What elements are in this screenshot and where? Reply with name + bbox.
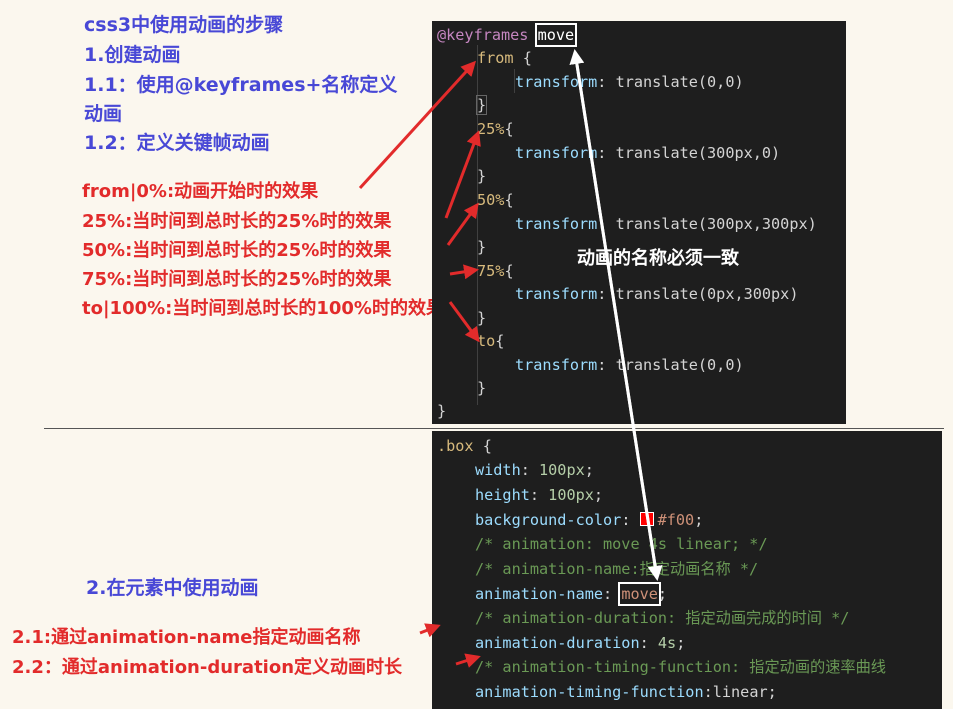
code-line: } — [437, 402, 447, 420]
indent-guide — [514, 69, 515, 93]
keyframes-name: move — [534, 23, 578, 47]
step2-1-note: 2.1:通过animation-name指定动画名称 — [12, 627, 361, 648]
step1-1-note-cont: 动画 — [84, 103, 123, 125]
code-line: } — [477, 309, 487, 327]
code-line: transform: translate(0,0) — [515, 73, 744, 91]
code-line: transform: translate(300px,0) — [515, 144, 781, 162]
p75-desc-note: 75%:当时间到总时长的25%时的效果 — [82, 269, 392, 290]
step1-1-note: 1.1：使用@keyframes+名称定义 — [84, 74, 398, 96]
code-line: @keyframes move — [437, 23, 578, 47]
code-line: animation-name: move; — [475, 582, 668, 606]
code-comment: /* animation-duration: 指定动画完成的时间 */ — [475, 609, 850, 627]
step2-note: 2.在元素中使用动画 — [86, 577, 259, 599]
code-comment: /* animation: move 4s linear; */ — [475, 535, 768, 553]
animation-name-value: move — [618, 582, 661, 606]
code-line: } — [477, 167, 487, 185]
p25-selector: 25% — [477, 120, 505, 138]
code-line: .box { — [437, 437, 492, 455]
code-line: } — [477, 379, 487, 397]
p50-selector: 50% — [477, 191, 505, 209]
arrow-to-animation-duration — [455, 653, 481, 668]
code-line: animation-timing-function:linear; — [475, 683, 777, 701]
arrow-name-down — [573, 51, 663, 581]
title-note: css3中使用动画的步骤 — [84, 14, 284, 36]
arrow-to-75 — [449, 264, 479, 280]
arrow-to-to — [448, 301, 480, 343]
keyframes-keyword: @keyframes — [437, 26, 529, 44]
indent-guide — [477, 45, 478, 405]
keyframes-code-panel: @keyframes move from { transform: transl… — [432, 21, 846, 424]
to-desc-note: to|100%:当时间到总时长的100%时的效果 — [82, 298, 444, 319]
code-line: animation-duration: 4s; — [475, 634, 686, 652]
code-line: height: 100px; — [475, 486, 604, 504]
code-line: 25%{ — [477, 120, 514, 138]
step1-2-note: 1.2：定义关键帧动画 — [84, 132, 270, 154]
arrow-to-50 — [446, 202, 479, 246]
arrow-to-25 — [444, 130, 481, 219]
to-selector: to — [477, 332, 496, 350]
code-line: 75%{ — [477, 262, 514, 280]
arrow-to-from — [358, 60, 477, 190]
box-selector: .box — [437, 437, 474, 455]
code-line: } — [475, 95, 488, 115]
code-line: width: 100px; — [475, 461, 594, 479]
p25-desc-note: 25%:当时间到总时长的25%时的效果 — [82, 211, 392, 232]
step1-note: 1.创建动画 — [84, 44, 181, 66]
code-line: transform: translate(0px,300px) — [515, 285, 799, 303]
arrow-to-animation-name — [419, 623, 441, 638]
code-line: transform: translate(0,0) — [515, 356, 744, 374]
step2-2-note: 2.2：通过animation-duration定义动画时长 — [12, 657, 403, 678]
name-match-label: 动画的名称必须一致 — [577, 248, 739, 269]
code-line: from { — [477, 49, 532, 67]
from-desc-note: from|0%:动画开始时的效果 — [82, 181, 319, 202]
code-line: to{ — [477, 332, 505, 350]
code-line: 50%{ — [477, 191, 514, 209]
section-divider — [44, 428, 944, 429]
code-comment: /* animation-name:指定动画名称 */ — [475, 560, 759, 578]
p75-selector: 75% — [477, 262, 505, 280]
code-line: } — [477, 238, 487, 256]
box-code-panel: .box { width: 100px; height: 100px; back… — [432, 431, 942, 709]
p50-desc-note: 50%:当时间到总时长的25%时的效果 — [82, 240, 392, 261]
from-selector: from — [477, 49, 514, 67]
